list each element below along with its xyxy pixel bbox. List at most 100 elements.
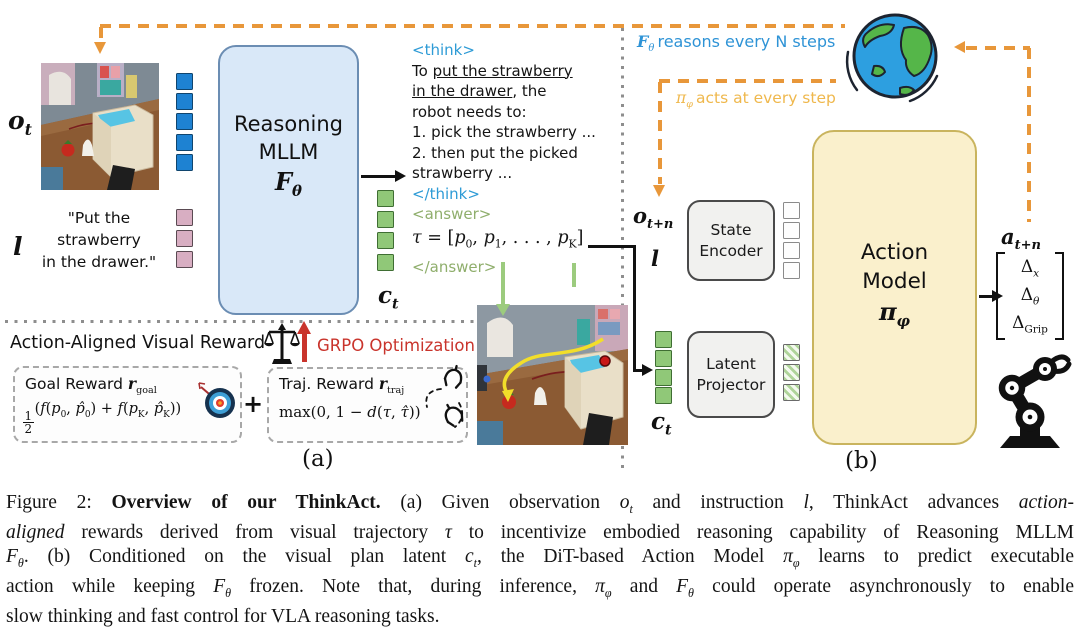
think-text-line: strawberry ... bbox=[412, 164, 513, 182]
observation-tokens bbox=[176, 73, 193, 171]
token-square bbox=[176, 93, 193, 111]
caption-line: Fθ. (b) Conditioned on the visual plan l… bbox=[6, 545, 1074, 570]
mllm-f-theta: Fθ bbox=[275, 166, 302, 200]
reward-section-title: Action-Aligned Visual Reward bbox=[10, 333, 266, 353]
token-square bbox=[655, 331, 672, 348]
token-square bbox=[783, 202, 800, 219]
think-text-line: robot needs to: bbox=[412, 102, 527, 121]
robot-arm-icon bbox=[998, 354, 1072, 448]
act-dashed-drop bbox=[658, 82, 662, 184]
action-vector: Δx Δθ ΔGrip bbox=[996, 252, 1064, 340]
token-square bbox=[655, 349, 672, 367]
arrow-right-icon bbox=[395, 170, 406, 182]
mllm-title-line: Reasoning bbox=[233, 111, 343, 136]
token-square bbox=[176, 73, 193, 90]
state-encoder-line: Encoder bbox=[699, 241, 763, 260]
answer-arrow-shaft bbox=[501, 262, 505, 306]
caption-line: Figure 2: Overview of our ThinkAct. (a) … bbox=[6, 492, 1074, 516]
answer-close-tag: </answer> bbox=[412, 258, 497, 276]
think-text-line: 2. then put the picked bbox=[412, 143, 578, 162]
caption-line: action while keeping Fθ frozen. Note tha… bbox=[6, 576, 1075, 600]
latent-projector-line: Projector bbox=[696, 375, 766, 394]
latent-tokens bbox=[783, 344, 800, 402]
arrow-left-icon bbox=[954, 41, 965, 53]
plan-tokens-b bbox=[655, 331, 672, 405]
token-square bbox=[377, 190, 394, 207]
traj-reward-formula: max(0, 1 − d(τ, τ̂)) bbox=[279, 403, 421, 421]
return-dashed-line-top bbox=[966, 46, 1030, 50]
think-text-line: To put the strawberry bbox=[412, 61, 573, 80]
traj-reward-label: Traj. Reward rtraj bbox=[279, 374, 405, 397]
reward-section-divider bbox=[5, 320, 618, 323]
token-square bbox=[176, 113, 193, 131]
action-delta-x: Δx bbox=[1020, 257, 1040, 280]
latent-projector-box: Latent Projector bbox=[687, 331, 775, 418]
instruction-label: l bbox=[13, 232, 23, 261]
reward-plus: + bbox=[243, 390, 264, 418]
action-output-line bbox=[979, 295, 994, 298]
token-square bbox=[176, 251, 193, 268]
arrow-down-icon bbox=[653, 185, 665, 197]
plan-link-line bbox=[633, 369, 644, 372]
panel-b-label: (b) bbox=[845, 448, 878, 474]
token-square bbox=[377, 211, 394, 229]
trajectory-formula: τ = [p0, p1, . . . , pK] bbox=[412, 227, 584, 251]
latent-projector-line: Latent bbox=[706, 355, 756, 374]
token-square bbox=[783, 262, 800, 279]
plan-latent-label: ct bbox=[378, 282, 399, 313]
observation-image bbox=[41, 63, 159, 190]
reasoning-trace: <think> To put the strawberry in the dra… bbox=[412, 40, 622, 278]
act-dashed-line bbox=[659, 79, 836, 83]
action-model-box: Action Model πφ bbox=[812, 130, 977, 445]
act-frequency-label: πφ acts at every step bbox=[676, 89, 836, 111]
plan-tokens bbox=[377, 190, 394, 271]
panel-a-label: (a) bbox=[302, 446, 334, 472]
instruction-line: strawberry bbox=[57, 231, 141, 249]
action-model-line: Model bbox=[862, 269, 927, 295]
token-square bbox=[176, 133, 193, 151]
arrow-down-icon bbox=[94, 42, 106, 54]
action-model-pi-phi: πφ bbox=[878, 297, 911, 330]
state-tokens bbox=[783, 202, 800, 279]
grpo-label: GRPO Optimization bbox=[317, 336, 475, 355]
action-model-line: Action bbox=[860, 240, 929, 266]
think-text-line: 1. pick the strawberry ... bbox=[412, 123, 596, 141]
return-dashed-line bbox=[1027, 48, 1031, 222]
answer-open-tag: <answer> bbox=[412, 205, 492, 223]
caption-line: slow thinking and fast control for VLA r… bbox=[6, 606, 440, 628]
traj-reward-box: Traj. Reward rtraj max(0, 1 − d(τ, τ̂)) bbox=[267, 364, 468, 443]
token-square bbox=[377, 232, 394, 250]
token-square bbox=[783, 364, 800, 382]
answer-tick bbox=[572, 263, 576, 287]
token-square bbox=[176, 230, 193, 247]
arrow-down-green-icon bbox=[496, 304, 510, 316]
feedback-dashed-drop bbox=[99, 27, 103, 41]
instruction-tokens bbox=[176, 209, 193, 268]
token-square bbox=[655, 387, 672, 405]
goal-reward-label: Goal Reward rgoal bbox=[25, 374, 157, 397]
plan-link-line bbox=[588, 245, 636, 248]
balance-scale-icon bbox=[264, 323, 300, 364]
environment-globe-icon bbox=[845, 13, 939, 103]
token-square bbox=[783, 344, 800, 361]
token-square bbox=[377, 253, 394, 271]
instruction-text: "Put the strawberry in the drawer." bbox=[24, 207, 174, 273]
token-square bbox=[176, 153, 193, 171]
action-delta-theta: Δθ bbox=[1020, 284, 1040, 308]
next-observation-label: ot+n bbox=[633, 203, 674, 233]
token-square bbox=[176, 209, 193, 226]
plan-latent-label-b: ct bbox=[651, 408, 672, 439]
token-square bbox=[783, 384, 800, 402]
caption-line: aligned rewards derived from visual traj… bbox=[6, 522, 1074, 544]
instruction-line: in the drawer." bbox=[41, 253, 157, 271]
observation-label: ot bbox=[8, 106, 32, 139]
gripper-trajectory-icon bbox=[425, 364, 464, 428]
trajectory-image bbox=[477, 305, 628, 445]
reasoning-mllm-box: Reasoning MLLM Fθ bbox=[218, 45, 359, 315]
grpo-arrow-shaft bbox=[302, 333, 307, 362]
mllm-title-line: MLLM bbox=[258, 139, 319, 164]
state-encoder-line: State bbox=[710, 221, 752, 240]
state-encoder-box: State Encoder bbox=[687, 200, 775, 281]
